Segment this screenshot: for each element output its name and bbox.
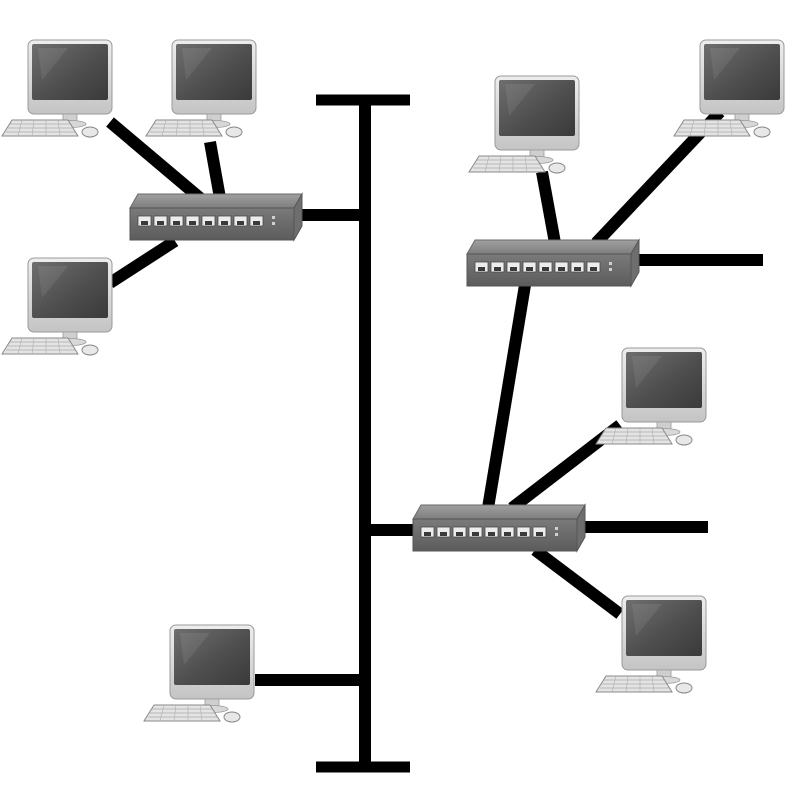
cable-computer-3 — [106, 235, 179, 289]
desktop-computer-icon — [143, 624, 255, 723]
desktop-computer-icon — [1, 39, 113, 138]
switches — [129, 193, 640, 552]
computers — [1, 39, 785, 723]
cable-computer-2 — [204, 140, 226, 200]
desktop-computer-icon — [673, 39, 785, 138]
desktop-computer-icon — [468, 75, 580, 174]
cable-computer-1 — [106, 117, 204, 203]
desktop-computer-icon — [1, 257, 113, 356]
cable-computer-4 — [536, 170, 561, 245]
network-switch-icon — [129, 193, 303, 241]
cable-switch-to-switch — [482, 284, 531, 509]
cable-computer-7 — [531, 545, 624, 619]
desktop-computer-icon — [145, 39, 257, 138]
network-switch-icon — [412, 504, 586, 552]
network-switch-icon — [466, 239, 640, 287]
desktop-computer-icon — [595, 347, 707, 446]
